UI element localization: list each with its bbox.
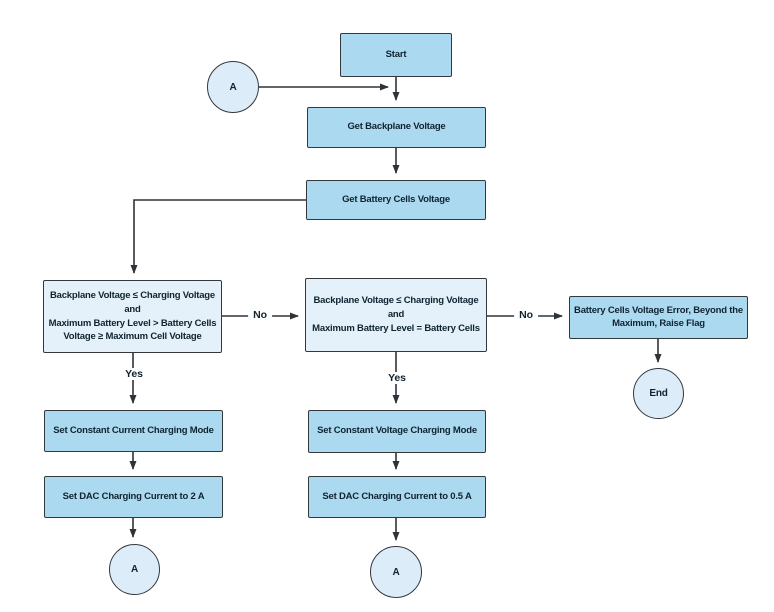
decision-constant-voltage-condition: Backplane Voltage ≤ Charging Voltage and… [305, 278, 487, 352]
process-set-constant-voltage-mode: Set Constant Voltage Charging Mode [308, 410, 486, 453]
edge-label-yes-mid: Yes [383, 372, 411, 384]
connector-a-left: A [109, 544, 160, 595]
process-set-dac-2a: Set DAC Charging Current to 2 A [44, 476, 223, 518]
decision-constant-current-condition: Backplane Voltage ≤ Charging Voltage and… [43, 280, 222, 353]
process-set-dac-05a: Set DAC Charging Current to 0.5 A [308, 476, 486, 518]
process-get-battery-cells-voltage: Get Battery Cells Voltage [306, 180, 486, 220]
edge-label-yes-left: Yes [120, 368, 148, 380]
process-set-constant-current-mode: Set Constant Current Charging Mode [44, 410, 223, 452]
connector-a-mid: A [370, 546, 422, 598]
edge-battery-to-decision-left [130, 199, 306, 274]
start-node: Start [340, 33, 452, 77]
connector-a-top: A [207, 61, 259, 113]
end-node: End [633, 368, 684, 419]
process-error-raise-flag: Battery Cells Voltage Error, Beyond the … [569, 296, 748, 339]
process-get-backplane-voltage: Get Backplane Voltage [307, 107, 486, 148]
edge-label-no-right: No [514, 309, 538, 321]
edge-label-no-left: No [248, 309, 272, 321]
